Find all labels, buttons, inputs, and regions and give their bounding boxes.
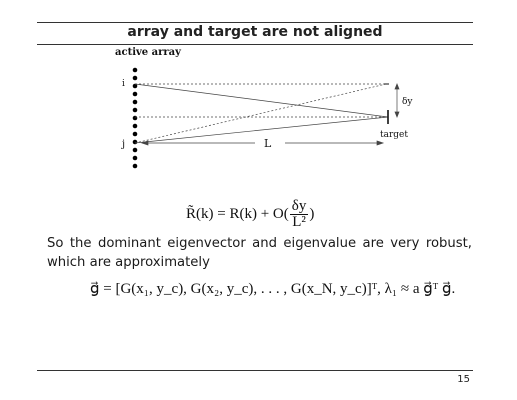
fraction-denominator: L² [292, 214, 306, 230]
footer-rule [37, 370, 473, 371]
array-element [132, 115, 138, 121]
array-element [132, 139, 138, 145]
active-array-label: active array [115, 47, 182, 58]
element-i-label: i [122, 79, 125, 89]
arrowhead-left [140, 140, 149, 146]
array-element [132, 83, 138, 89]
array-element [132, 131, 138, 137]
array-element [132, 67, 138, 73]
slide-title: array and target are not aligned [127, 24, 383, 40]
length-L-marker [140, 140, 385, 146]
offset-dy-marker [394, 83, 400, 118]
solid-path-j-to-target [134, 116, 389, 144]
array-element [132, 75, 138, 81]
propagation-paths [134, 83, 389, 144]
equation-close: ) [309, 205, 315, 222]
array-element [132, 147, 138, 153]
title-bottom-rule [37, 44, 473, 45]
array-element [132, 99, 138, 105]
offset-arrowhead-top [394, 83, 400, 90]
body-paragraph: So the dominant eigenvector and eigenval… [47, 236, 472, 270]
eigenvector-equation: g⃗ = [G(x₁, y_c), G(x₂, y_c), . . . , G(… [90, 281, 456, 297]
arrowhead-right [376, 140, 385, 146]
length-L-label: L [264, 137, 272, 150]
target-label: target [380, 130, 408, 140]
title-top-rule [37, 22, 473, 23]
array-element [132, 91, 138, 97]
equation-lhs: R̃(k) = R(k) + O( [186, 205, 289, 222]
offset-arrowhead-bottom [394, 111, 400, 118]
dashed-path-j-to-aligned [134, 83, 387, 144]
element-j-label: j [121, 139, 125, 150]
array-elements [132, 67, 138, 169]
fraction-numerator: δy [289, 198, 309, 215]
offset-dy-label: δy [402, 97, 413, 107]
array-element [132, 123, 138, 129]
array-element [132, 163, 138, 169]
array-element [132, 107, 138, 113]
page-number: 15 [457, 374, 470, 385]
array-element [132, 155, 138, 161]
solid-path-i-to-target [134, 83, 389, 118]
